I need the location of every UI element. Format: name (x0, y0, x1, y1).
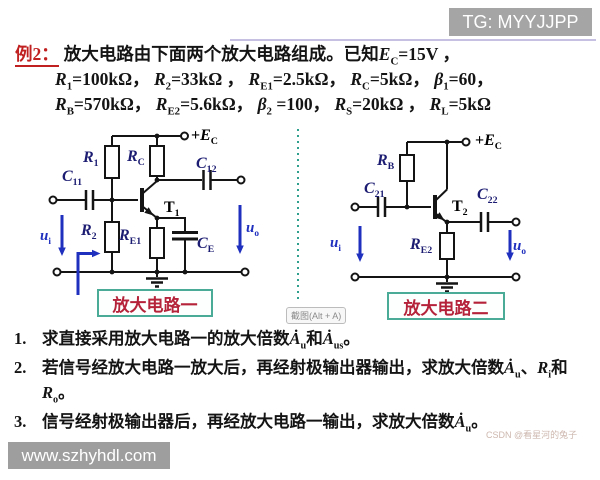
capacitor-ce (172, 231, 198, 241)
resistor-r1 (104, 145, 120, 179)
website-watermark-badge: www.szhyhdl.com (8, 442, 170, 469)
c1-output-gnd-terminal (240, 267, 250, 277)
question-text: 若信号经放大电路一放大后，再经射极输出器输出，求放大倍数Ȧu、Ri和Ro。 (42, 358, 568, 406)
telegram-watermark-badge: TG: MYYJJPP (449, 8, 592, 36)
question-item-3: 3. 信号经射极输出器后，再经放大电路一输出，求放大倍数Ȧu。 (14, 409, 594, 434)
label-ui-c2: ui (330, 235, 341, 254)
label-ce: CE (197, 235, 215, 256)
title-line-1: 例2：放大电路由下面两个放大电路组成。已知EC=15V ， (15, 42, 593, 67)
c2-input-gnd-terminal (350, 272, 360, 282)
resistor-rb (399, 154, 415, 182)
label-c22: C22 (477, 186, 498, 207)
header-divider-line (230, 39, 596, 41)
label-r2: R2 (81, 222, 97, 243)
c2-ec-terminal (461, 137, 471, 147)
signal-arrows (58, 205, 514, 295)
question-item-2: 2. 若信号经放大电路一放大后，再经射极输出器输出，求放大倍数Ȧu、Ri和Ro。 (14, 355, 594, 405)
label-ec-c2: +EC (475, 132, 502, 153)
schematic-canvas (48, 129, 521, 303)
label-ui-c1: ui (40, 228, 51, 247)
label-rb: RB (377, 152, 395, 173)
label-re2: RE2 (410, 236, 433, 257)
question-number: 3. (14, 412, 27, 431)
resistor-re2 (439, 232, 455, 260)
question-text: 信号经射极输出器后，再经放大电路一输出，求放大倍数Ȧu。 (42, 412, 488, 435)
question-item-1: 1. 求直接采用放大电路一的放大倍数Ȧu和Ȧus。 (14, 326, 594, 351)
question-text: 求直接采用放大电路一的放大倍数Ȧu和Ȧus。 (42, 329, 360, 352)
capacitor-c12 (202, 170, 212, 190)
label-re1: RE1 (119, 227, 142, 248)
question-number: 2. (14, 358, 27, 377)
question-number: 1. (14, 329, 27, 348)
c2-output-terminal (511, 217, 521, 227)
transistor-t2 (433, 188, 448, 224)
label-uo-c1: uo (246, 220, 259, 239)
label-c21: C21 (364, 180, 385, 201)
label-t1: T1 (164, 199, 180, 220)
resistor-re1 (149, 227, 165, 259)
c2-output-gnd-terminal (511, 272, 521, 282)
circuit2-name-box: 放大电路二 (387, 292, 505, 320)
title-line-1-text: 放大电路由下面两个放大电路组成。已知EC=15V ， (63, 44, 460, 68)
circuit1-name-box: 放大电路一 (97, 289, 213, 317)
capacitor-c22 (479, 212, 490, 232)
label-r1: R1 (83, 149, 99, 170)
title-line-2: R1=100kΩ， R2=33kΩ ， RE1=2.5kΩ， RC=5kΩ， β… (55, 69, 494, 93)
c1-input-gnd-terminal (52, 267, 62, 277)
resistor-rc (149, 145, 165, 177)
c2-input-terminal (350, 202, 360, 212)
ground-symbol-c1 (146, 272, 168, 288)
label-c12: C12 (196, 155, 217, 176)
transistor-t1 (140, 180, 158, 219)
c1-output-terminal (236, 175, 246, 185)
question-list: 1. 求直接采用放大电路一的放大倍数Ȧu和Ȧus。 2. 若信号经放大电路一放大… (14, 326, 594, 438)
ground-symbol-c2 (436, 277, 458, 293)
circuit-diagrams: R1 RC C11 C12 R2 RE1 CE T1 +EC ui uo RB … (0, 125, 600, 330)
resistor-r2 (104, 221, 120, 253)
csdn-watermark: CSDN @看星河的兔子 (486, 430, 578, 440)
example-tag: 例2： (15, 44, 59, 67)
c1-input-terminal (48, 195, 58, 205)
label-t2: T2 (452, 198, 468, 219)
capacitor-c21 (376, 197, 387, 217)
c1-ec-terminal (180, 131, 189, 141)
title-line-3: RB=570kΩ， RE2=5.6kΩ， β2 =100， RS=20kΩ ， … (55, 94, 492, 118)
label-rc: RC (127, 148, 145, 169)
label-ec-c1: +EC (191, 127, 218, 148)
screenshot-tooltip[interactable]: 截图(Alt + A) (286, 307, 347, 324)
circuit1-schematic (48, 131, 250, 288)
label-uo-c2: uo (513, 238, 526, 257)
annotation-arrow (76, 252, 95, 295)
label-c11: C11 (62, 168, 83, 189)
circuit2-schematic (350, 137, 521, 293)
capacitor-c11 (84, 190, 95, 210)
problem-statement: 例2：放大电路由下面两个放大电路组成。已知EC=15V ， R1=100kΩ， … (15, 42, 593, 117)
